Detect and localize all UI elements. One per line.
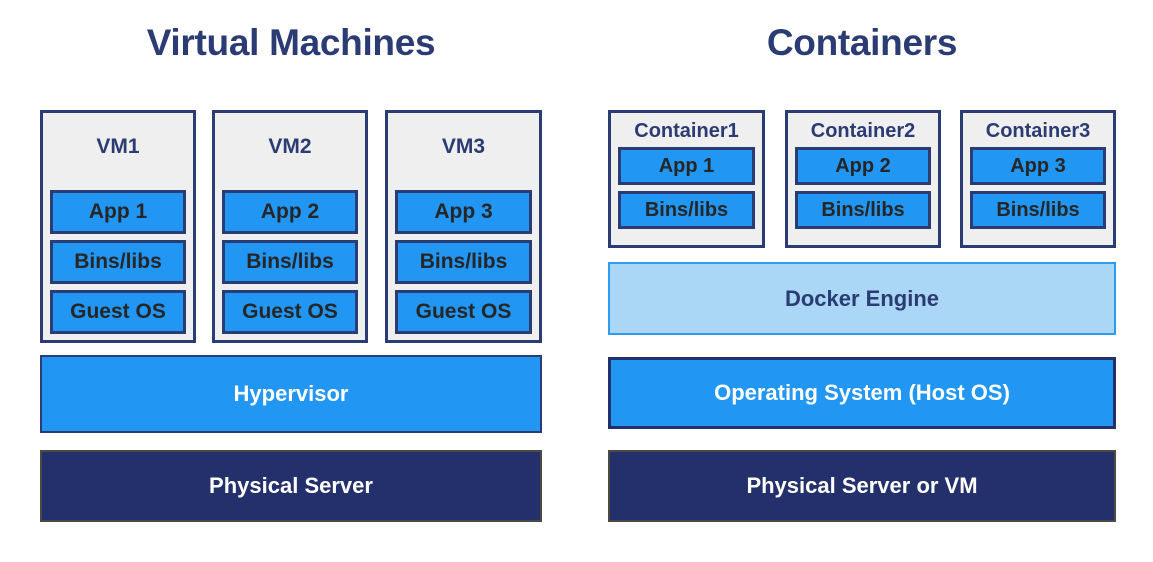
vm-column-2-layer-bins-libs: Bins/libs xyxy=(222,240,358,284)
vm-column-2: VM2 App 2 Bins/libs Guest OS xyxy=(212,110,368,343)
layer-bar-physical-server-or-vm: Physical Server or VM xyxy=(608,450,1116,522)
container-column-2: Container2 App 2 Bins/libs xyxy=(785,110,941,248)
container-column-2-layer-bins-libs: Bins/libs xyxy=(795,191,931,229)
section-title-virtual-machines: Virtual Machines xyxy=(146,22,436,63)
layer-bar-physical-server: Physical Server xyxy=(40,450,542,522)
container-column-1-layer-bins-libs: Bins/libs xyxy=(618,191,755,229)
container-column-2-label: Container2 xyxy=(810,120,916,142)
layer-bar-hypervisor: Hypervisor xyxy=(40,355,542,433)
vm-column-3-label: VM3 xyxy=(441,135,486,158)
vm-column-3-layer-guest-os: Guest OS xyxy=(395,290,532,334)
vm-column-2-label: VM2 xyxy=(268,135,312,158)
vm-column-3-layer-app: App 3 xyxy=(395,190,532,234)
vm-column-3-layer-bins-libs: Bins/libs xyxy=(395,240,532,284)
vm-column-1-layer-app: App 1 xyxy=(50,190,186,234)
vm-column-3: VM3 App 3 Bins/libs Guest OS xyxy=(385,110,542,343)
vm-column-1-layer-guest-os: Guest OS xyxy=(50,290,186,334)
vm-column-1-label: VM1 xyxy=(96,135,140,158)
container-column-3-label: Container3 xyxy=(985,120,1091,142)
section-title-containers: Containers xyxy=(766,22,958,63)
container-column-2-layer-app: App 2 xyxy=(795,147,931,185)
vm-column-2-layer-app: App 2 xyxy=(222,190,358,234)
container-column-1-label: Container1 xyxy=(634,120,739,142)
container-column-1-layer-app: App 1 xyxy=(618,147,755,185)
vm-column-1: VM1 App 1 Bins/libs Guest OS xyxy=(40,110,196,343)
container-column-3: Container3 App 3 Bins/libs xyxy=(960,110,1116,248)
vm-column-2-layer-guest-os: Guest OS xyxy=(222,290,358,334)
container-column-1: Container1 App 1 Bins/libs xyxy=(608,110,765,248)
container-column-3-layer-app: App 3 xyxy=(970,147,1106,185)
vm-column-1-layer-bins-libs: Bins/libs xyxy=(50,240,186,284)
layer-bar-operating-system-host-os: Operating System (Host OS) xyxy=(608,357,1116,429)
container-column-3-layer-bins-libs: Bins/libs xyxy=(970,191,1106,229)
layer-bar-docker-engine: Docker Engine xyxy=(608,262,1116,335)
